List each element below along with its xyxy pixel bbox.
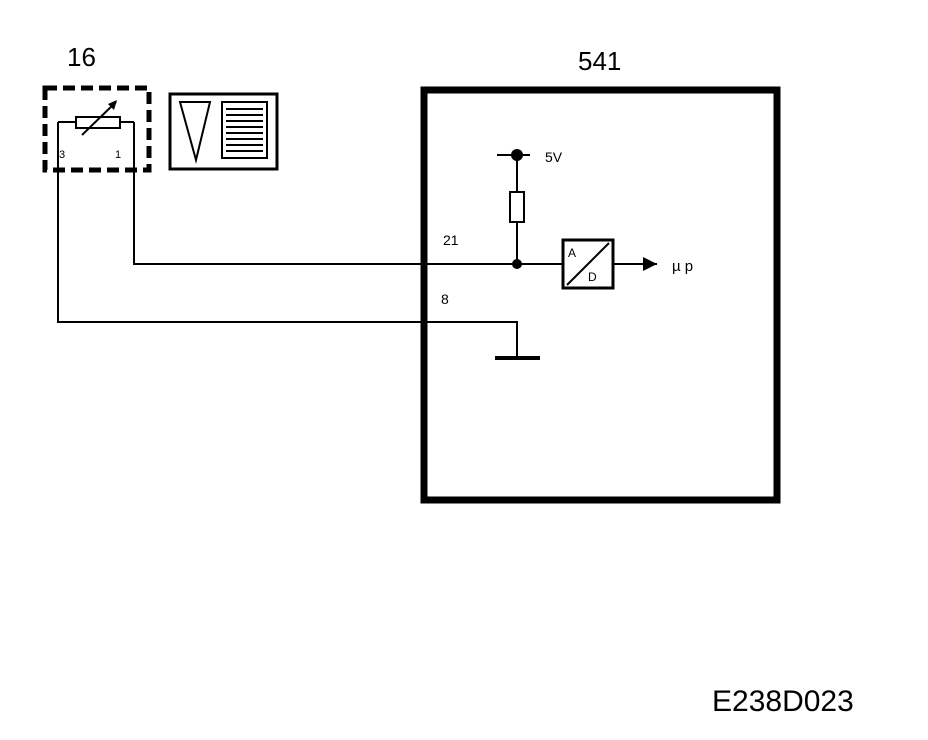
signal-wire bbox=[133, 122, 517, 265]
component-16-pin-1: 1 bbox=[115, 149, 121, 161]
pullup-resistor bbox=[509, 191, 525, 223]
component-16-housing bbox=[42, 85, 152, 173]
pin-8-label: 8 bbox=[441, 291, 449, 307]
converter-d-label: D bbox=[588, 270, 597, 284]
component-16-label: 16 bbox=[67, 42, 96, 72]
ecu-541-box bbox=[420, 86, 781, 504]
component-16-pin-3: 3 bbox=[59, 149, 65, 161]
ground-wire bbox=[57, 122, 518, 358]
ecu-541-label: 541 bbox=[578, 46, 621, 76]
supply-5v-label: 5V bbox=[545, 149, 563, 165]
sensor-symbol-icon bbox=[168, 92, 279, 171]
supply-5v bbox=[497, 149, 530, 264]
microprocessor-label: µ p bbox=[672, 258, 693, 275]
variable-resistor-icon bbox=[58, 100, 134, 136]
output-arrowhead-icon bbox=[643, 257, 657, 271]
converter-a-label: A bbox=[568, 246, 576, 260]
ad-converter-icon bbox=[561, 238, 615, 290]
pin-21-label: 21 bbox=[443, 232, 459, 248]
figure-code: E238D023 bbox=[712, 685, 854, 718]
